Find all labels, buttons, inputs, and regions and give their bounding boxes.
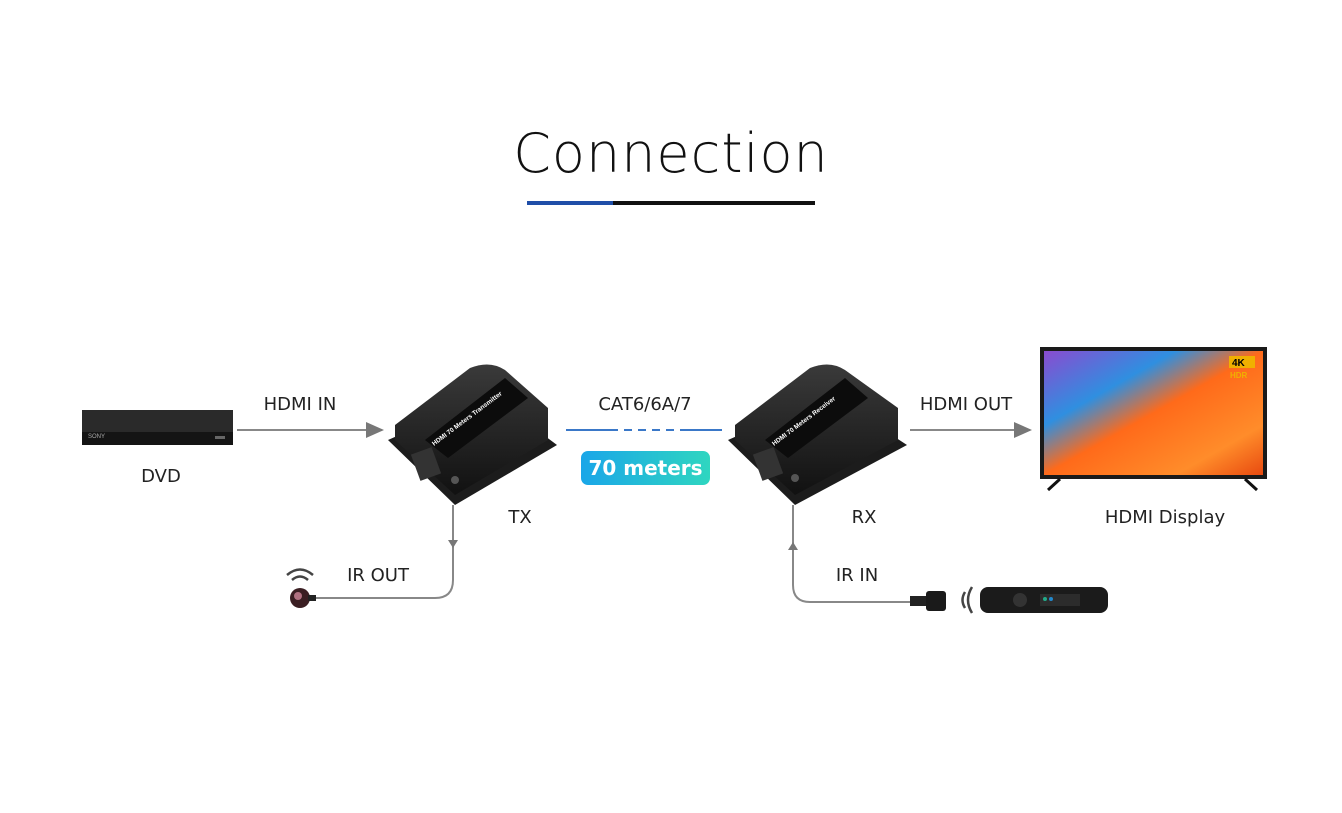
ir-signal-waves-icon [961,586,974,614]
svg-text:4K: 4K [1232,358,1246,369]
title-underline-accent [527,201,613,205]
receiver-device-icon: HDMI 70 Meters Receiver [728,364,907,505]
ir-in-line [792,505,910,603]
ir-out-label: IR OUT [347,565,409,586]
remote-control-icon [980,587,1108,613]
ir-receiver-icon [910,591,946,611]
transmitter-device-icon: HDMI 70 Meters Transmitter [388,364,557,505]
hdmi-in-label: HDMI IN [263,394,337,415]
ir-out-line [315,505,454,599]
cable-type-label: CAT6/6A/7 [598,394,692,415]
wireless-signal-icon [286,568,314,581]
ir-in-label: IR IN [835,565,879,586]
svg-text:HDR: HDR [1230,371,1248,380]
ir-in-arrow [788,542,798,550]
rx-label: RX [851,507,877,528]
hdmi-display-label: HDMI Display [1104,507,1226,528]
svg-text:SONY: SONY [88,434,105,440]
tv-display-icon: 4K HDR [1040,347,1267,492]
ir-out-arrow [448,540,458,548]
hdmi-out-label: HDMI OUT [919,394,1013,415]
tx-label: TX [508,507,532,528]
dvd-player-icon: SONY [82,410,233,445]
distance-badge: 70 meters [581,451,710,485]
page-title: Connection [513,122,829,185]
ir-emitter-icon [290,588,316,608]
title-underline [527,201,815,205]
dvd-label: DVD [141,466,181,487]
